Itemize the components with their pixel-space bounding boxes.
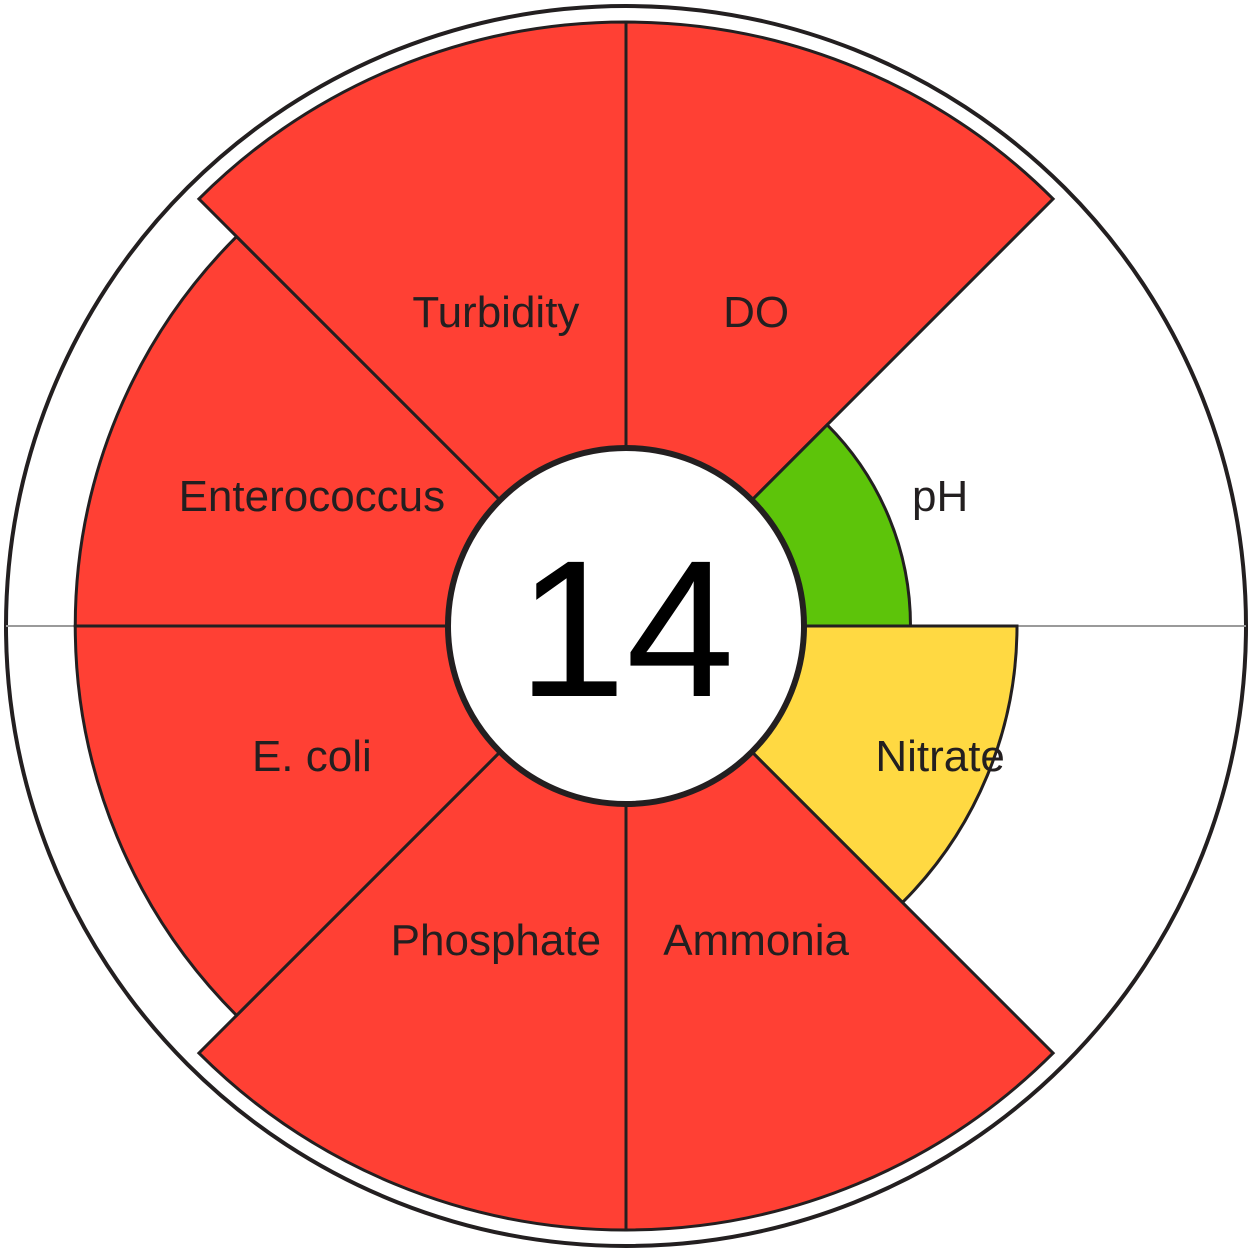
- segment-label-turbidity: Turbidity: [412, 288, 579, 337]
- segment-wedges: [73, 20, 1056, 1232]
- segment-label-enterococcus: Enterococcus: [179, 472, 446, 521]
- segment-label-do: DO: [723, 288, 789, 337]
- segment-label-phosphate: Phosphate: [391, 916, 601, 965]
- score-value: 14: [518, 520, 735, 738]
- center-circle: [445, 445, 807, 807]
- segment-label-e-coli: E. coli: [252, 732, 372, 781]
- segment-label-nitrate: Nitrate: [875, 732, 1005, 781]
- segment-label-ph: pH: [912, 472, 968, 521]
- segment-label-ammonia: Ammonia: [663, 916, 849, 965]
